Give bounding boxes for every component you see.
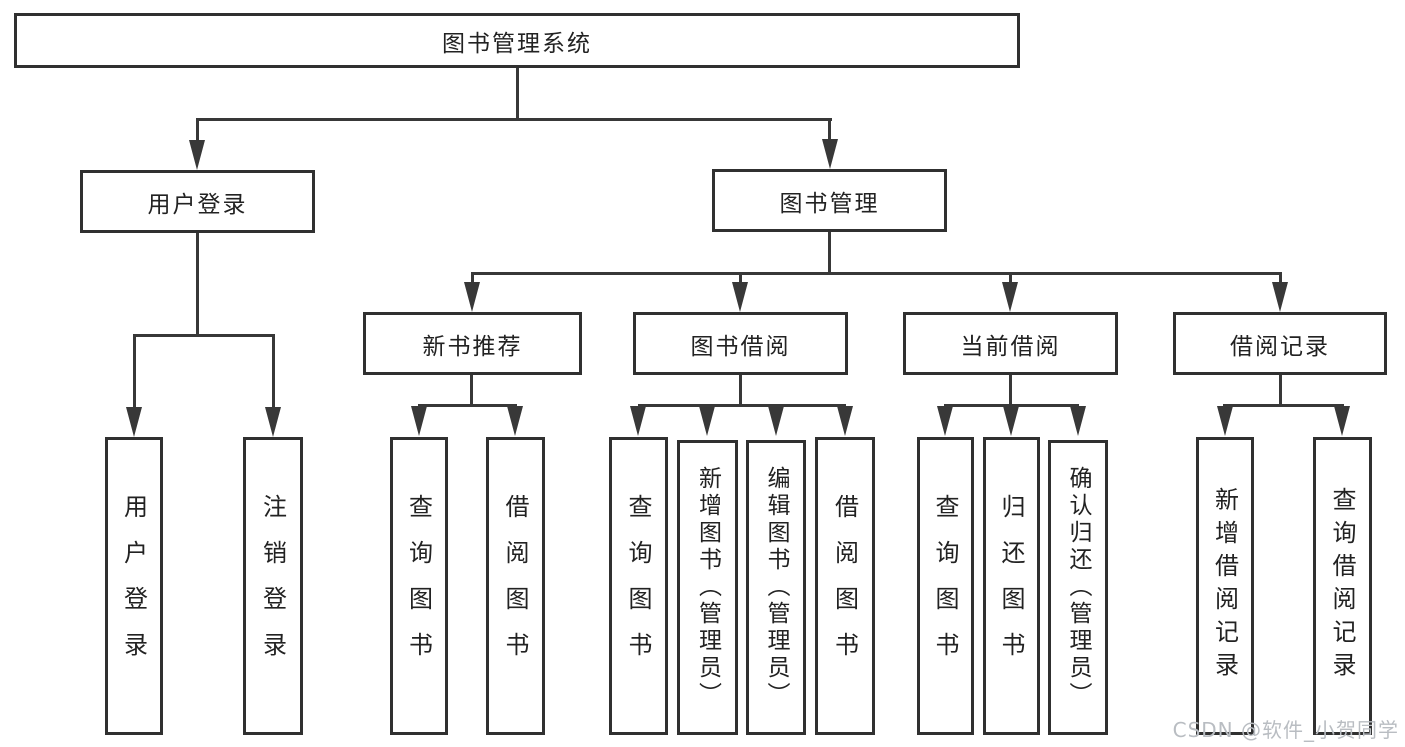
leaf-query-books-borrowing: 查询图书 [609,437,668,735]
node-label: 图书管理系统 [442,30,592,57]
arrowhead-down-icon [265,407,281,437]
arrowhead-down-icon [507,406,523,436]
leaf-add-book-admin: 新增图书（管理员） [677,440,738,735]
leaf-logout: 注销登录 [243,437,303,735]
arrowhead-down-icon [937,406,953,436]
node-user-login: 用户登录 [80,170,315,233]
arrowhead-down-icon [732,282,748,312]
leaf-label: 编辑图书（管理员） [763,466,789,709]
connector-user-login-stem [196,233,199,336]
arrowhead-down-icon [1334,406,1350,436]
connector-new-book-branch [418,404,517,407]
connector-drop-borrowing-records [1279,272,1282,286]
node-label: 新书推荐 [422,333,523,360]
connector-user-login-branch [133,334,275,337]
connector-drop-book-management [828,118,831,144]
connector-drop-user-login [196,118,199,144]
arrowhead-down-icon [1070,406,1086,436]
arrowhead-down-icon [464,282,480,312]
node-book-management: 图书管理 [712,169,947,232]
leaf-return-books: 归还图书 [983,437,1040,735]
leaf-label: 借阅图书 [501,494,529,678]
leaf-label: 归还图书 [997,494,1025,678]
leaf-label: 借阅图书 [830,494,859,678]
connector-new-book-stem [470,375,473,407]
leaf-user-login: 用户登录 [105,437,163,735]
connector-current-borrowing-stem [1009,375,1012,407]
connector-borrowing-records-branch [1223,404,1344,407]
node-label: 图书借阅 [690,333,791,360]
leaf-label: 确认归还（管理员） [1065,466,1091,709]
arrowhead-down-icon [1272,282,1288,312]
connector-root-stem [516,68,519,121]
connector-borrowing-records-stem [1279,375,1282,407]
node-current-borrowing: 当前借阅 [903,312,1118,375]
arrowhead-down-icon [189,140,205,170]
connector-book-management-stem [828,232,831,274]
leaf-label: 查询借阅记录 [1328,487,1356,685]
leaf-confirm-return-admin: 确认归还（管理员） [1048,440,1108,735]
leaf-borrow-books-recommend: 借阅图书 [486,437,545,735]
node-library-management-system: 图书管理系统 [14,13,1020,68]
arrowhead-down-icon [768,406,784,436]
leaf-add-borrow-record: 新增借阅记录 [1196,437,1254,735]
leaf-query-books-recommend: 查询图书 [390,437,448,735]
arrowhead-down-icon [822,139,838,169]
leaf-label: 注销登录 [258,494,287,678]
connector-book-borrowing-stem [739,375,742,407]
arrowhead-down-icon [411,406,427,436]
connector-drop-current-borrowing [1009,272,1012,286]
node-borrowing-records: 借阅记录 [1173,312,1387,375]
arrowhead-down-icon [630,406,646,436]
connector-current-borrowing-branch [944,404,1079,407]
node-label: 图书管理 [779,190,880,217]
arrowhead-down-icon [699,406,715,436]
arrowhead-down-icon [1217,406,1233,436]
leaf-label: 查询图书 [624,494,652,678]
connector-drop-leaf-user-login [133,334,136,410]
leaf-borrow-books-borrowing: 借阅图书 [815,437,875,735]
arrowhead-down-icon [1002,282,1018,312]
connector-drop-leaf-logout [272,334,275,410]
leaf-query-books-current: 查询图书 [917,437,974,735]
connector-book-borrowing-branch [638,404,846,407]
leaf-label: 用户登录 [119,494,148,678]
csdn-watermark: CSDN @软件_小贺同学 [1172,718,1399,742]
node-label: 当前借阅 [960,333,1061,360]
connector-book-management-branch [471,272,1281,275]
node-book-borrowing: 图书借阅 [633,312,848,375]
node-label: 借阅记录 [1230,333,1330,360]
arrowhead-down-icon [1003,406,1019,436]
leaf-edit-book-admin: 编辑图书（管理员） [746,440,806,735]
leaf-query-borrow-record: 查询借阅记录 [1313,437,1372,735]
leaf-label: 新增借阅记录 [1210,487,1239,685]
connector-drop-new-book [471,272,474,286]
connector-drop-book-borrowing [739,272,742,286]
connector-root-branch [196,118,832,121]
arrowhead-down-icon [837,406,853,436]
leaf-label: 查询图书 [404,494,433,678]
leaf-label: 新增图书（管理员） [694,466,721,709]
node-label: 用户登录 [147,191,248,218]
arrowhead-down-icon [126,407,142,437]
node-new-book-recommendation: 新书推荐 [363,312,582,375]
leaf-label: 查询图书 [931,494,959,678]
